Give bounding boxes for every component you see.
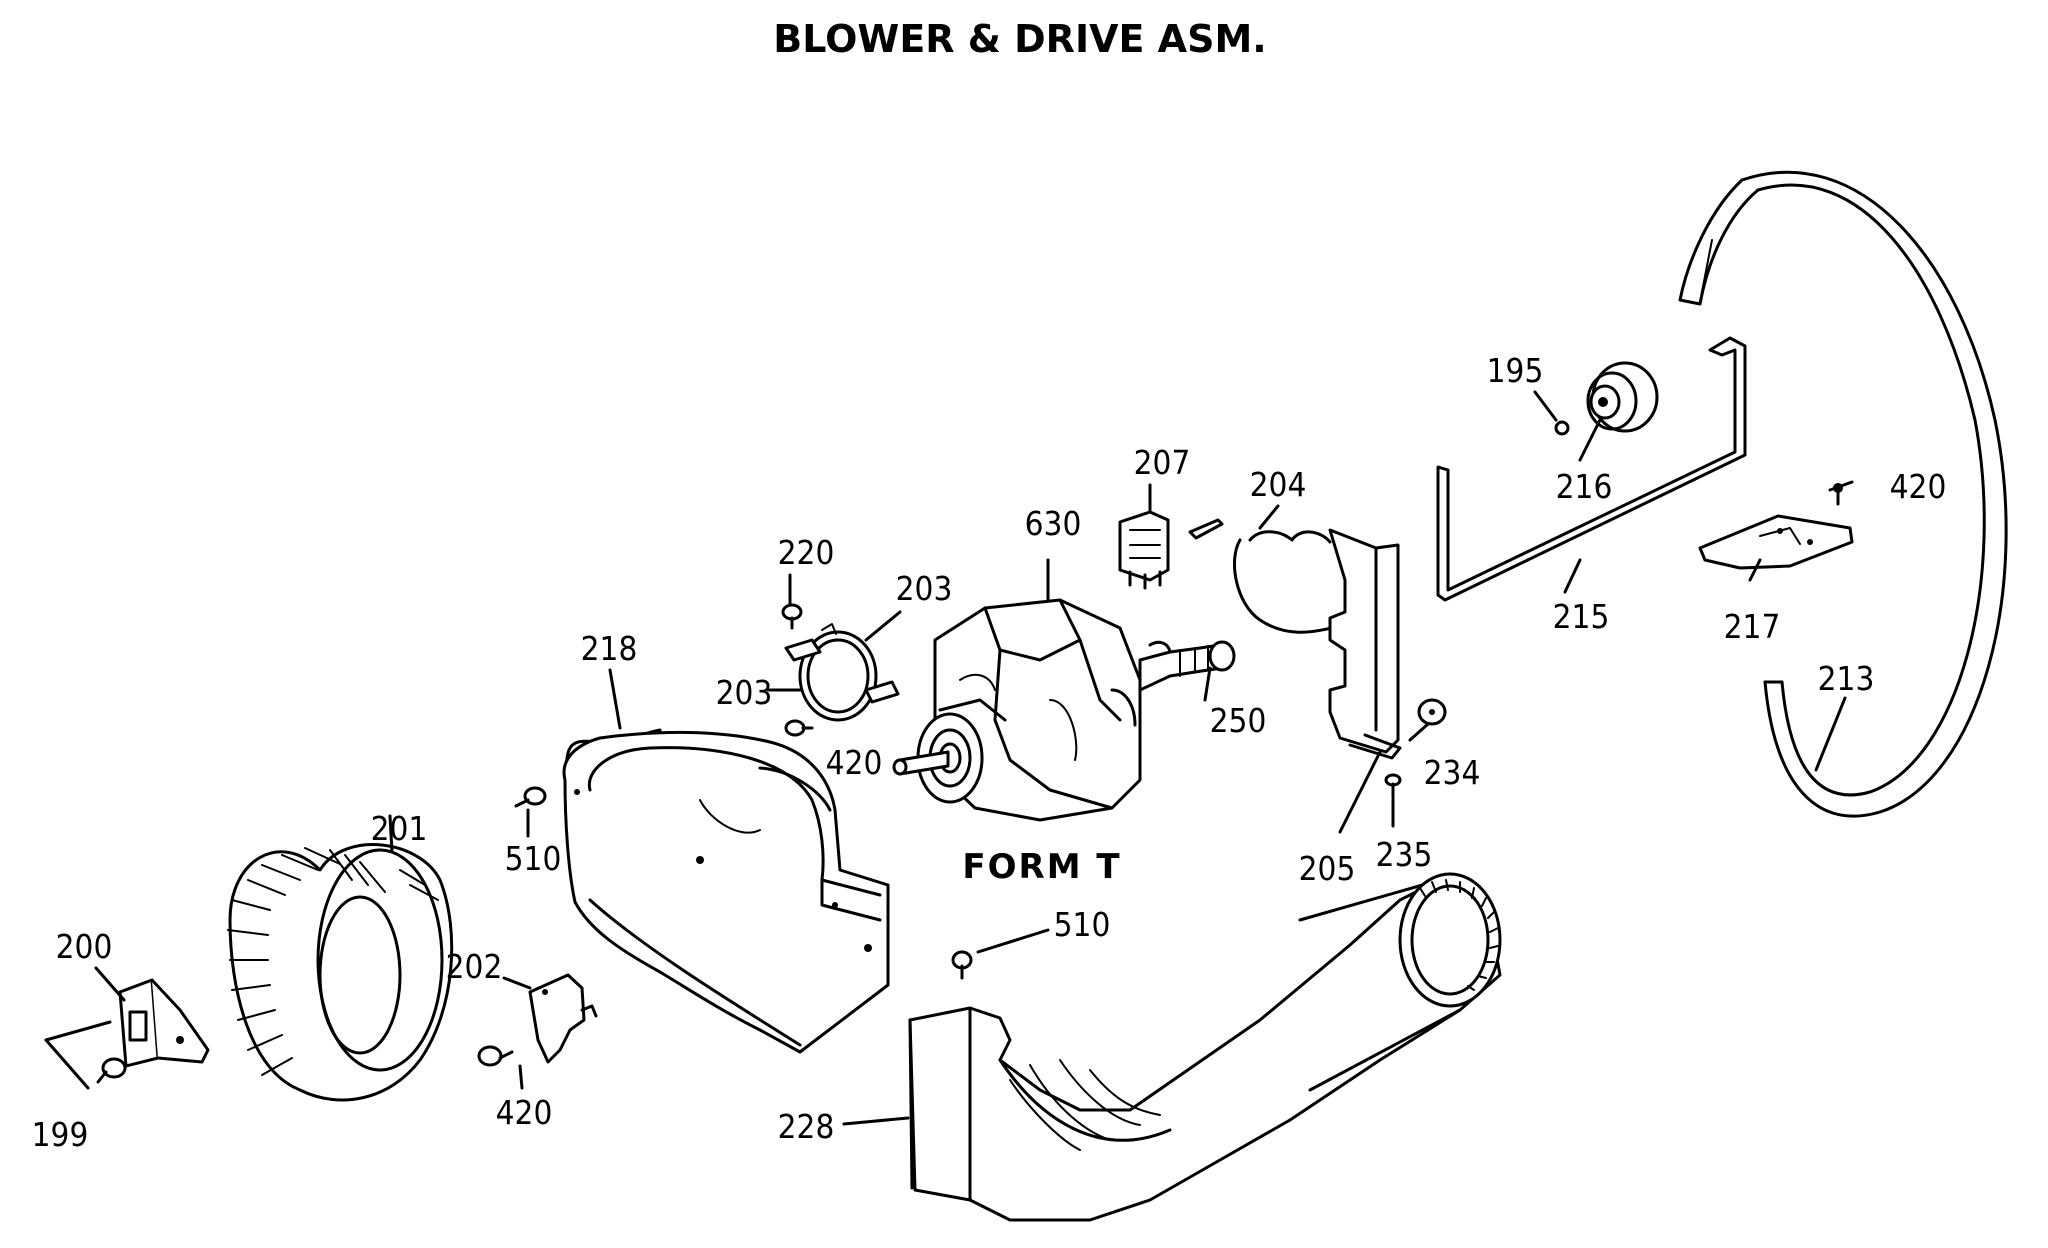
washer-195 (1554, 420, 1570, 436)
screw-420-strap (784, 719, 814, 737)
idler-bracket-217 (1698, 514, 1854, 570)
callout-203-b: 203 (716, 673, 773, 712)
callout-207: 207 (1134, 443, 1191, 482)
callout-200: 200 (56, 927, 113, 966)
callout-220: 220 (778, 533, 835, 572)
callout-218: 218 (581, 629, 638, 668)
screw-199 (96, 1057, 127, 1084)
callout-201: 201 (371, 809, 428, 848)
screw-510-housing (514, 786, 547, 808)
callout-630: 630 (1025, 504, 1082, 543)
callout-195: 195 (1487, 351, 1544, 390)
callout-213: 213 (1818, 659, 1875, 698)
callout-217: 217 (1724, 607, 1781, 646)
callout-420-c: 420 (1890, 467, 1947, 506)
callout-510-a: 510 (505, 839, 562, 878)
callout-204: 204 (1250, 465, 1307, 504)
motor-switch-207 (1118, 510, 1224, 590)
callout-labels: 195 216 420 217 215 213 204 207 630 250 … (32, 351, 1947, 1154)
motor-mount-204-205 (1232, 528, 1402, 760)
callout-203-a: 203 (896, 569, 953, 608)
callout-228: 228 (778, 1107, 835, 1146)
callout-199: 199 (32, 1115, 89, 1154)
callout-420-a: 420 (496, 1093, 553, 1132)
diagram-title: BLOWER & DRIVE ASM. (773, 17, 1266, 61)
callout-235: 235 (1376, 835, 1433, 874)
callout-216: 216 (1556, 467, 1613, 506)
motor-strap-203 (784, 623, 900, 722)
blower-clip-200 (44, 978, 210, 1090)
callout-205: 205 (1299, 849, 1356, 888)
callout-215: 215 (1553, 597, 1610, 636)
screw-220 (781, 603, 803, 630)
idler-arm-215 (1436, 336, 1747, 602)
screw-510-duct (951, 950, 973, 980)
screw-235 (1384, 773, 1402, 800)
callout-250: 250 (1210, 701, 1267, 740)
clip-202 (528, 973, 598, 1064)
grommet-234 (1417, 698, 1447, 726)
leader-lines (94, 390, 1854, 1126)
callout-420-b: 420 (826, 743, 883, 782)
exhaust-duct-228 (908, 872, 1502, 1222)
form-label: FORM T (962, 847, 1121, 887)
drive-motor-630 (892, 598, 1236, 822)
blower-wheel-201 (227, 843, 454, 1102)
callout-234: 234 (1424, 753, 1481, 792)
callout-510-b: 510 (1054, 905, 1111, 944)
screw-420-clip (477, 1045, 514, 1067)
callout-202: 202 (446, 947, 503, 986)
drum-belt-213 (1678, 170, 2008, 818)
idler-pulley-216 (1586, 361, 1659, 433)
blower-housing-218 (562, 728, 890, 1054)
